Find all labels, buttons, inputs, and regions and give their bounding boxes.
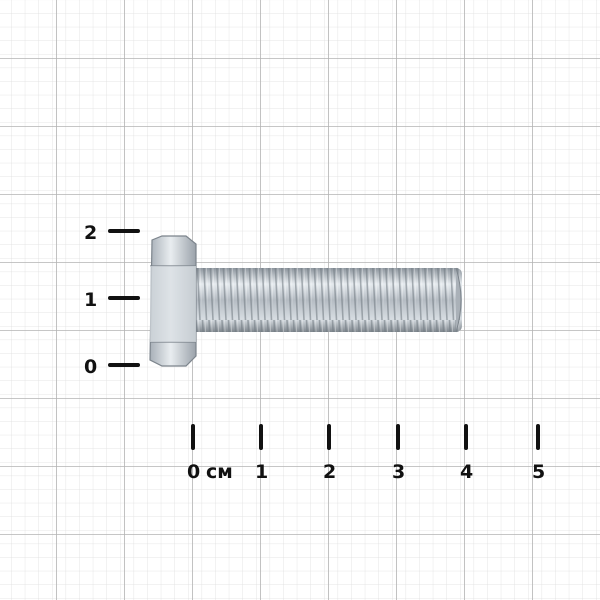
horizontal-label-1: 1 (255, 461, 268, 483)
horizontal-label-3: 3 (392, 461, 405, 483)
horizontal-label-0: 0 (187, 461, 200, 483)
unit-label: см (206, 461, 233, 483)
vertical-label-2: 2 (84, 222, 97, 244)
horizontal-label-5: 5 (532, 461, 545, 483)
horizontal-scale: 0 см 1 2 3 4 5 (187, 424, 545, 483)
horizontal-label-2: 2 (323, 461, 336, 483)
vertical-label-1: 1 (84, 289, 97, 311)
bolt-thread (196, 268, 460, 332)
horizontal-label-4: 4 (460, 461, 473, 483)
vertical-label-0: 0 (84, 356, 97, 378)
hex-bolt-icon (149, 235, 462, 367)
vertical-scale: 0 1 2 (84, 222, 140, 378)
